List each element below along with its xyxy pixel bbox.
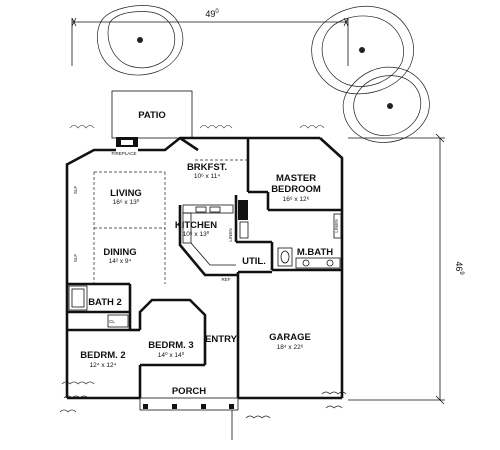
bath2-fixtures <box>68 285 129 328</box>
mbath-label: M.BATH <box>297 247 333 258</box>
entry-label: ENTRY <box>205 334 238 345</box>
patio-label: PATIO <box>138 110 166 121</box>
bedrm2-size: 12⁴ x 12⁴ <box>90 362 117 369</box>
bedrm3-label: BEDRM. 3 <box>148 340 193 351</box>
master-size: 16⁶ x 12⁶ <box>283 196 310 203</box>
living-label: LIVING <box>110 188 142 199</box>
garage-label: GARAGE <box>269 332 311 343</box>
living-size: 16⁶ x 13⁰ <box>113 198 140 206</box>
interior-walls <box>67 138 342 367</box>
brkfst-label: BRKFST. <box>187 162 227 173</box>
shelf-label-2: SLF <box>73 254 78 263</box>
bath2-label: BATH 2 <box>88 297 122 308</box>
ref-label: REF <box>222 277 231 282</box>
dining-label: DINING <box>103 247 136 258</box>
fireplace <box>116 137 138 147</box>
closet-label: CL <box>109 319 115 324</box>
porch-label: PORCH <box>172 386 206 397</box>
dining-size: 14² x 9⁴ <box>109 258 132 265</box>
master-bath-fixtures <box>277 213 342 269</box>
overall-depth-label: 469 <box>454 261 464 275</box>
kitchen-counters <box>182 200 249 266</box>
linen-label-1: LINEN <box>228 228 233 241</box>
openings <box>93 159 248 284</box>
tree-top-left <box>96 5 184 76</box>
bedrm3-size: 14⁰ x 14⁰ <box>158 351 185 359</box>
garage-size: 18⁴ x 22⁶ <box>277 344 304 351</box>
bedrm2-label: BEDRM. 2 <box>80 350 125 361</box>
util-label: UTIL. <box>242 256 266 267</box>
tree-top-right <box>311 6 430 143</box>
kitchen-size: 10⁶ x 13⁰ <box>183 230 210 238</box>
kitchen-label: KITCHEN <box>175 220 217 231</box>
lot-lines <box>71 17 445 405</box>
master-label-1: MASTER <box>276 173 316 184</box>
shelf-label-1: SLF <box>73 186 78 195</box>
master-label-2: BEDROOM <box>271 184 321 195</box>
fireplace-label: FIREPLACE <box>111 151 136 156</box>
overall-width-label: 490 <box>205 9 219 19</box>
patio <box>111 90 193 139</box>
brkfst-size: 10⁶ x 11⁴ <box>194 173 221 180</box>
linen-label-2: LINEN <box>334 219 339 232</box>
porch <box>139 397 239 440</box>
exterior-walls <box>65 136 344 400</box>
